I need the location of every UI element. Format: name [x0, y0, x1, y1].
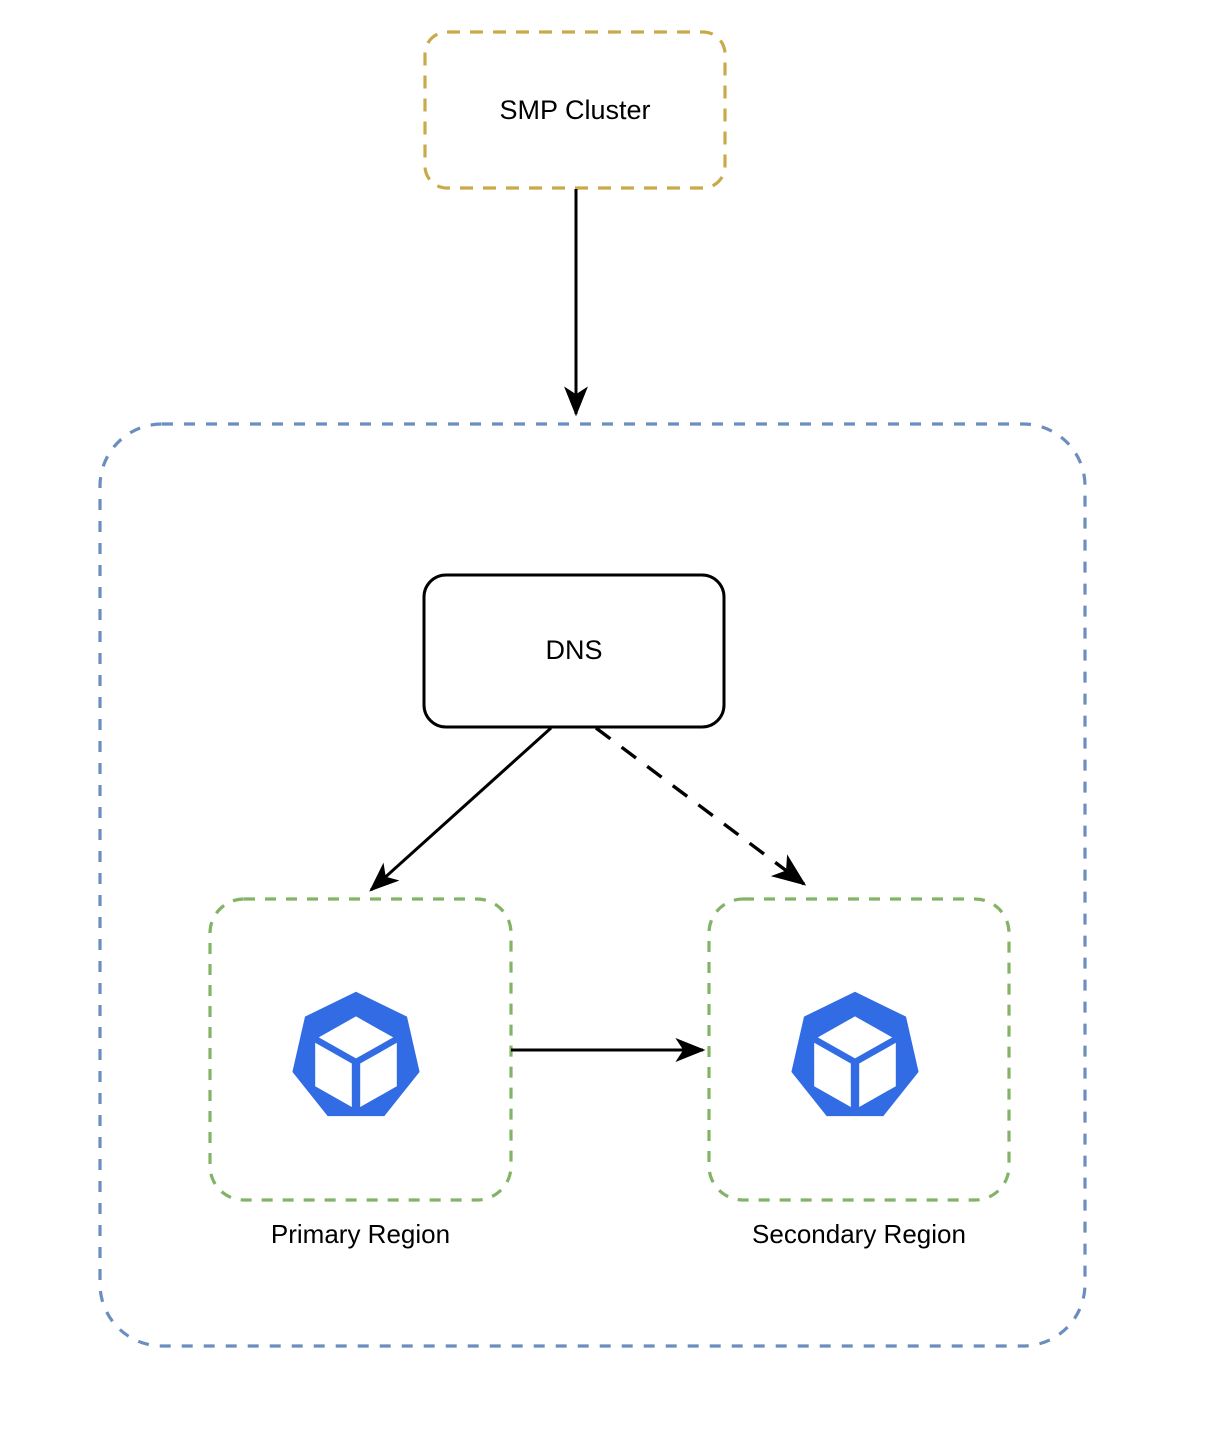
dns-box[interactable] — [422, 573, 726, 729]
multi-region-container[interactable] — [98, 422, 1087, 1348]
dns-label: DNS — [545, 635, 603, 665]
primary-region-label: Primary Region — [270, 1219, 451, 1249]
kubernetes-icon[interactable] — [791, 991, 919, 1117]
edge-dns-to-primary[interactable] — [369, 726, 553, 892]
smp-cluster-box[interactable] — [423, 30, 727, 190]
kubernetes-icon[interactable] — [292, 991, 420, 1117]
edge-dns-to-secondary[interactable] — [594, 726, 807, 886]
smp-cluster-label: SMP Cluster — [499, 95, 651, 125]
secondary-region-label: Secondary Region — [752, 1219, 966, 1249]
